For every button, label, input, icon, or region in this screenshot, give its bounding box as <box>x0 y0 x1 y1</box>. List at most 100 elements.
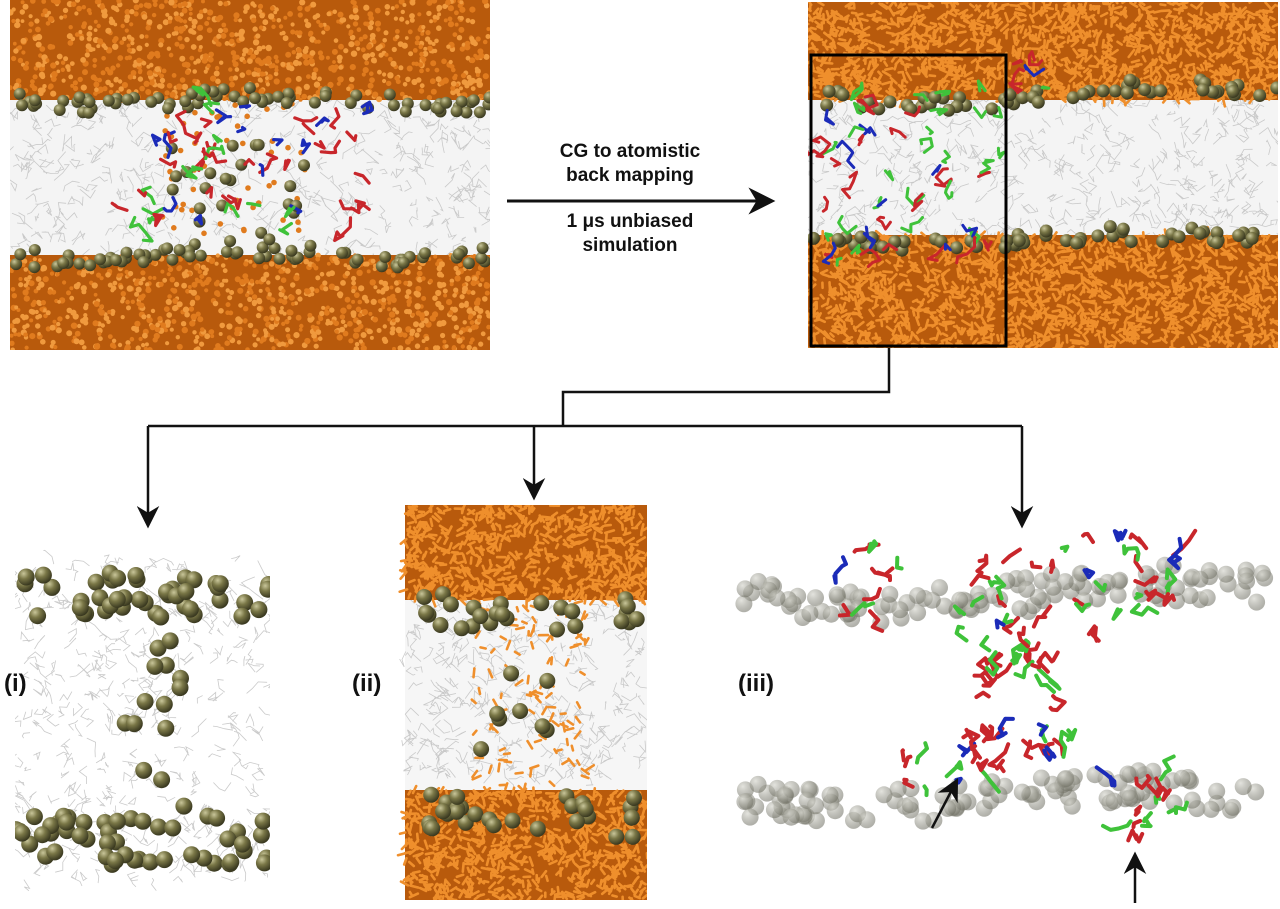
water-bead <box>124 9 131 15</box>
peptide-segment <box>1128 532 1149 551</box>
water-bead <box>374 7 381 14</box>
water-bead <box>66 307 73 314</box>
water-bead <box>138 280 144 286</box>
water-bead <box>225 310 230 316</box>
water-bead <box>387 317 392 322</box>
peptide-segment <box>954 624 969 643</box>
water-bead <box>482 0 489 5</box>
headgroup-bead <box>170 170 182 183</box>
water-bead <box>273 78 280 85</box>
water-bead <box>407 29 413 35</box>
water-bead <box>484 290 490 296</box>
water-bead <box>464 275 471 282</box>
peptide-segment <box>961 223 979 238</box>
water-bead <box>88 11 92 16</box>
water-bead <box>22 3 29 10</box>
water-layer <box>808 2 1278 348</box>
water-bead <box>355 306 362 313</box>
water-bead <box>214 65 220 71</box>
water-bead <box>470 280 477 287</box>
water-bead <box>10 269 14 274</box>
water-bead <box>126 34 132 40</box>
peptide-segment <box>994 618 1006 630</box>
water-bead <box>285 144 291 151</box>
water-bead <box>435 289 442 297</box>
water-bead <box>146 70 153 77</box>
peptide-segment <box>902 777 915 789</box>
water-bead <box>315 329 322 335</box>
peptide-segment <box>987 742 1011 769</box>
water-bead <box>76 5 82 12</box>
headgroup-bead <box>29 607 47 625</box>
peptide-segment <box>903 754 913 769</box>
peptide-segment <box>243 158 256 166</box>
water-bead <box>174 15 180 21</box>
water-bead <box>301 53 306 58</box>
water-bead <box>482 73 489 80</box>
water-bead <box>73 338 80 345</box>
water-bead <box>116 0 122 4</box>
water-bead <box>303 258 310 265</box>
water-bead <box>486 27 490 31</box>
water-bead <box>179 206 185 213</box>
water-bead <box>142 332 148 339</box>
water-bead <box>311 263 317 268</box>
water-bead <box>377 44 383 50</box>
water-bead <box>266 60 272 65</box>
headgroup-bead <box>1198 589 1216 607</box>
headgroup-beads-transparent <box>735 556 1274 830</box>
peptide-segment <box>1024 640 1031 654</box>
headgroup-bead <box>58 813 76 831</box>
water-bead <box>307 316 314 323</box>
water-bead <box>301 93 308 100</box>
water-bead <box>458 302 465 309</box>
water-bead <box>243 318 248 323</box>
water-bead <box>173 26 180 32</box>
peptide-segment <box>283 205 296 219</box>
water-bead <box>127 74 134 80</box>
water-bead <box>82 69 88 76</box>
water-bead <box>295 288 302 295</box>
water-bead <box>391 293 396 299</box>
water-bead <box>337 11 344 18</box>
peptide-segment <box>850 243 862 255</box>
water-bead <box>146 316 153 324</box>
water-bead <box>329 307 335 313</box>
water-bead <box>398 65 404 71</box>
water-bead <box>115 63 121 68</box>
peptide-segment <box>955 236 977 265</box>
water-bead <box>38 258 42 262</box>
headgroup-bead <box>462 257 475 270</box>
water-bead <box>424 346 429 350</box>
water-bead <box>80 84 87 91</box>
peptide-segment <box>1161 788 1172 802</box>
water-bead <box>195 81 200 86</box>
water-bead <box>392 307 397 312</box>
peptide-segment <box>162 130 176 159</box>
peptide-segment <box>1129 602 1160 617</box>
water-bead <box>285 51 292 58</box>
water-bead <box>62 7 69 14</box>
water-bead <box>367 82 374 89</box>
peptide-segment <box>202 101 221 115</box>
water-bead <box>408 51 414 57</box>
water-bead <box>299 0 306 6</box>
water-bead <box>189 207 195 214</box>
water-bead <box>265 287 270 292</box>
water-bead <box>340 319 346 325</box>
water-bead <box>245 293 250 298</box>
water-bead <box>184 69 191 75</box>
water-bead <box>158 281 164 287</box>
headgroup-bead <box>942 103 956 117</box>
water-bead <box>60 60 66 65</box>
water-bead <box>193 338 199 344</box>
water-bead <box>286 309 293 316</box>
water-bead <box>165 12 170 17</box>
peptide-segment <box>345 130 358 142</box>
headgroup-bead <box>1066 91 1080 105</box>
water-bead <box>367 11 374 18</box>
water-bead <box>215 253 220 258</box>
peptide-segment <box>996 146 1006 160</box>
water-bead <box>53 345 58 350</box>
water-bead <box>178 43 185 50</box>
